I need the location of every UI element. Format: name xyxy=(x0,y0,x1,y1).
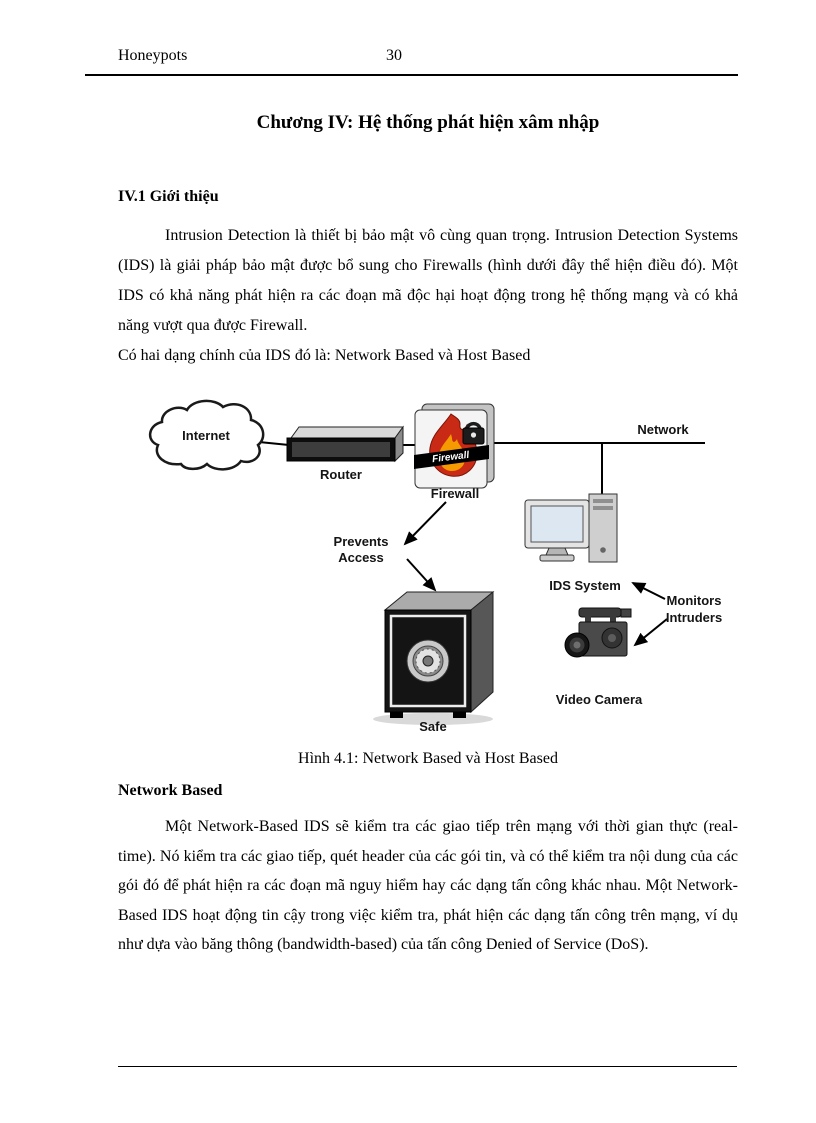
video-camera-icon: Video Camera xyxy=(556,607,643,707)
ids-system-label: IDS System xyxy=(549,578,621,593)
internet-cloud-icon: Internet xyxy=(149,399,265,471)
router-icon: Router xyxy=(286,425,404,482)
running-header: Honeypots xyxy=(118,47,188,64)
intro-paragraph: Intrusion Detection là thiết bị bảo mật … xyxy=(118,227,738,334)
padlock-icon xyxy=(462,421,485,445)
prevents-arrow-to-safe xyxy=(406,558,437,592)
network-label: Network xyxy=(637,422,689,437)
monitors-intruders-label-line2: Intruders xyxy=(666,610,722,625)
video-camera-label: Video Camera xyxy=(556,692,643,707)
monitors-intruders-label-line1: Monitors xyxy=(667,593,722,608)
chapter-title: Chương IV: Hệ thống phát hiện xâm nhập xyxy=(256,112,600,133)
router-label: Router xyxy=(320,467,362,482)
firewall-icon: Firewall Firewall xyxy=(414,403,495,501)
page-number: 30 xyxy=(386,47,402,64)
internet-label: Internet xyxy=(182,428,230,443)
firewall-banner-text: Firewall xyxy=(432,450,471,465)
monitors-arrow-to-ids xyxy=(631,582,666,600)
monitors-intruders-annotation: Monitors Intruders xyxy=(631,582,722,647)
network-host-diagram: Internet Router xyxy=(149,399,722,734)
ids-types-line: Có hai dạng chính của IDS đó là: Network… xyxy=(118,347,531,364)
footer-rule xyxy=(118,1066,737,1067)
firewall-banner xyxy=(414,445,489,469)
prevents-access-label-line2: Access xyxy=(338,550,384,565)
page-header: Honeypots 30 xyxy=(118,47,738,65)
prevents-access-label-line1: Prevents xyxy=(334,534,389,549)
figure-diagram: Internet Router xyxy=(133,398,733,738)
header-rule xyxy=(85,74,738,76)
cloud-router-line xyxy=(258,441,290,446)
firewall-label: Firewall xyxy=(431,486,479,501)
section-heading: IV.1 Giới thiệu xyxy=(118,188,219,205)
safe-icon: Safe xyxy=(373,590,495,734)
safe-label: Safe xyxy=(419,719,446,734)
figure-caption: Hình 4.1: Network Based và Host Based xyxy=(298,750,558,767)
ids-system-icon: IDS System xyxy=(524,493,621,593)
network-based-paragraph: Một Network-Based IDS sẽ kiểm tra các gi… xyxy=(118,818,738,954)
prevents-arrow-from-firewall xyxy=(403,501,447,546)
network-based-heading: Network Based xyxy=(118,782,223,799)
monitors-arrow-to-camera xyxy=(633,618,668,647)
prevents-access-annotation: Prevents Access xyxy=(334,501,447,592)
